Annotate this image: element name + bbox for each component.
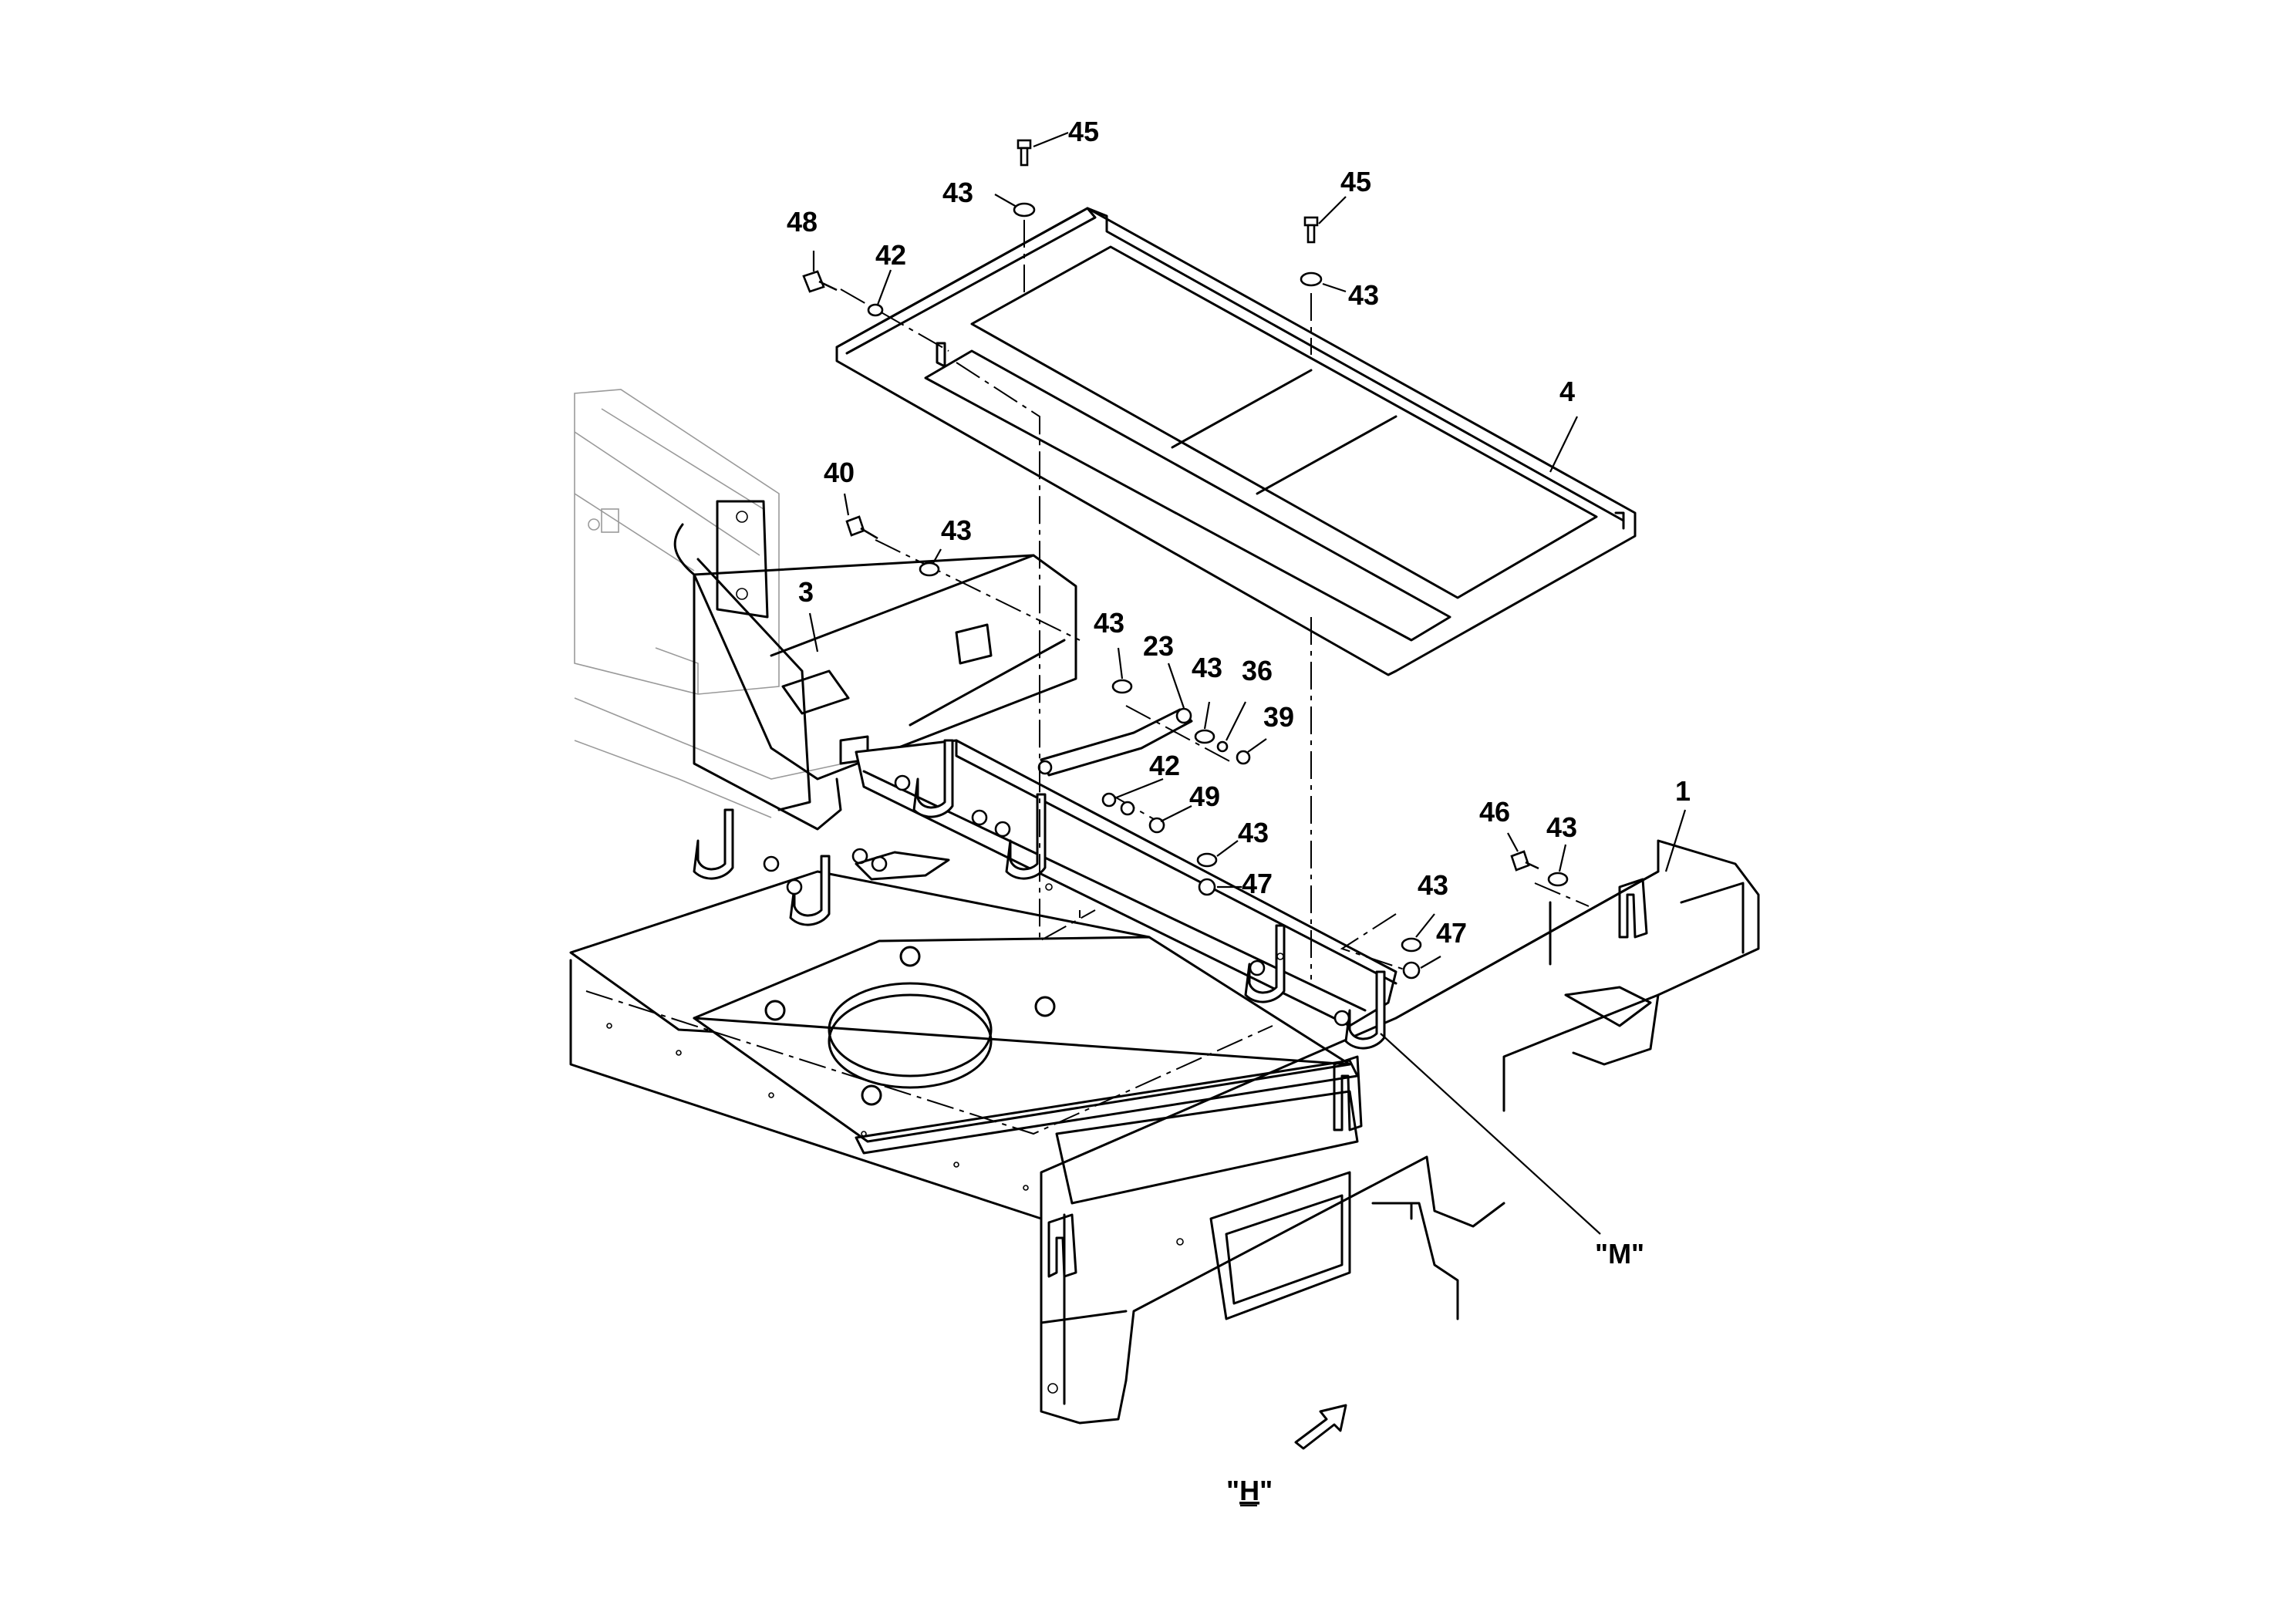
nut-47b [1402,961,1421,980]
callout-1: 1 [1675,775,1691,807]
washer-43e [1194,729,1215,744]
frame-holes [606,1023,1184,1394]
nut-47a [1198,878,1216,896]
callout-43: 43 [1094,607,1124,639]
callout-4: 4 [1559,376,1575,407]
callout-42: 42 [875,239,906,271]
beam-hooks [693,739,1386,1050]
lockwasher-42b [1101,792,1117,808]
callout-47: 47 [1242,868,1273,899]
bolt-46 [1510,850,1539,872]
part-23-link-bar [1037,707,1193,777]
bolt-48 [802,270,838,293]
callout-labels: 45 43 48 42 45 43 4 40 43 3 43 23 43 36 … [787,116,1691,949]
callout-43: 43 [941,514,972,546]
callout-45: 45 [1340,166,1371,197]
bolt-45-right [1303,216,1319,244]
view-arrow-icon [1294,1404,1347,1450]
washer-43c [919,561,940,577]
part-1-main-frame [569,839,1760,1425]
cross-beam-assembly [693,739,1397,1050]
washer-43h [1401,937,1422,953]
lockwasher-42c [1120,801,1135,816]
washer-43a [1013,202,1036,218]
callout-43: 43 [1192,652,1222,683]
callout-43: 43 [1418,869,1448,901]
washer-43g [1547,872,1569,887]
callout-46: 46 [1479,796,1510,828]
callout-40: 40 [824,457,855,488]
hardware-fasteners [802,139,1569,980]
machine-body-outline [574,389,880,818]
callout-43: 43 [1546,811,1577,843]
callout-45: 45 [1068,116,1099,147]
part-3-support-channel [673,500,1077,831]
beam-nuts [763,774,1350,1027]
washer-43d [1111,679,1133,694]
callout-48: 48 [787,206,818,238]
washer-43b [1300,271,1323,287]
leader-lines [808,131,1687,1235]
washer-43f [1196,852,1218,868]
deck-floor-plates [569,870,1359,1205]
callout-43: 43 [1238,817,1269,848]
callout-23: 23 [1143,630,1174,662]
lockwasher-36 [1216,740,1229,753]
part-4-cover-plate [835,207,1637,676]
view-label-h: "H" [1226,1475,1273,1506]
callout-42: 42 [1149,750,1180,781]
callout-43: 43 [1348,279,1379,311]
callout-3: 3 [798,576,814,608]
bolt-40 [845,515,878,540]
nut-49 [1148,817,1165,834]
callout-47: 47 [1436,917,1467,949]
callout-36: 36 [1242,655,1273,686]
callout-49: 49 [1189,781,1220,812]
detail-label-m: "M" [1595,1238,1644,1270]
lockwasher-42 [867,303,884,317]
callout-39: 39 [1263,701,1294,733]
bolt-45-left [1017,139,1032,167]
nut-39 [1236,750,1251,765]
callout-43: 43 [942,177,973,208]
assembly-centerlines [840,220,1590,980]
